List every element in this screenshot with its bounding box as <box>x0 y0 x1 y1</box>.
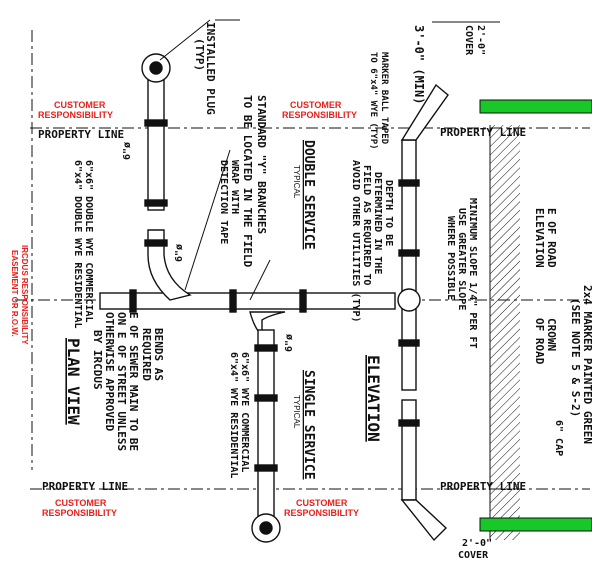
leader <box>184 149 231 291</box>
pipe-joint <box>398 179 420 187</box>
single-typical: TYPICAL <box>292 395 301 429</box>
double-wye-1: 6"x6" DOUBLE WYE COMMERCIAL <box>83 160 94 323</box>
elevation-title: ELEVATION <box>364 355 383 442</box>
wrap-2: DETECTION TAPE <box>218 160 229 244</box>
customer-br-1: CUSTOMER <box>296 498 348 508</box>
double-wye-2: 6"x4" DOUBLE WYE RESIDENTIAL <box>72 160 83 329</box>
road-profile <box>479 99 592 540</box>
marker-2x4-2: (SEE NOTE 5 & S-2) <box>569 298 582 417</box>
leader <box>249 259 271 301</box>
double-typical: TYPICAL <box>292 165 301 199</box>
min-slope-2: USE GREATER SLOPE <box>456 208 467 310</box>
sewer-main-section <box>397 288 421 312</box>
leader <box>159 19 211 61</box>
depth-4: AVOID OTHER UTILITIES (TYP) <box>350 160 361 323</box>
crown-2: OF ROAD <box>533 318 546 365</box>
wye-commercial-1: 6"x6" WYE COMMERCIAL <box>239 352 250 472</box>
cover-top-1: 2'-0" <box>475 25 486 55</box>
bends-2: REQUIRED <box>140 328 153 381</box>
dim-mind: 3'-0" (MIN) <box>412 25 426 104</box>
single-bend <box>249 311 286 337</box>
property-line-bl: PROPERTY LINE <box>42 480 128 493</box>
six-cap: 6" CAP <box>553 420 564 456</box>
pipe-joint <box>254 464 278 472</box>
pipe-joint <box>299 289 307 313</box>
leader-lines <box>159 19 500 301</box>
six-phi-b: 6"ø <box>174 244 185 262</box>
min-slope-1: MINIMUM SLOPE 1/4" PER FT <box>467 198 478 349</box>
sewer-note-2: ON E OF STREET UNLESS <box>115 312 128 451</box>
eof-1: E OF ROAD <box>545 208 558 268</box>
customer-tr-2: RESPONSIBILITY <box>282 110 357 120</box>
customer-bl-1: CUSTOMER <box>55 498 107 508</box>
installed-plug-bottom-center <box>259 521 273 535</box>
installed-plug-2: (TYP) <box>193 38 206 71</box>
customer-tr-1: CUSTOMER <box>290 100 342 110</box>
elevation-bottom-wye <box>400 499 448 542</box>
pipe-joint <box>144 119 168 127</box>
pipe-joint <box>398 419 420 427</box>
marker-2x4-1: 2x4 MARKER PAINTED GREEN <box>581 285 592 444</box>
property-line-tl: PROPERTY LINE <box>38 128 124 141</box>
rotated-labels: 3'-0" (MIN) 2'-0" COVER MARKER BALL TAPE… <box>10 22 592 480</box>
elevation-pipes <box>397 83 449 542</box>
installed-plug-center <box>149 61 163 75</box>
plan-view-title: PLAN VIEW <box>64 338 83 425</box>
green-marker-bottom <box>479 517 592 532</box>
standard-y-1: STANDARD "Y" BRANCHES <box>255 95 268 234</box>
customer-bl-2: RESPONSIBILITY <box>42 508 117 518</box>
pipe-joint <box>229 289 237 313</box>
crown-1: CROWN <box>545 318 558 351</box>
sewer-note-4: BY IRCDUS <box>91 330 104 390</box>
sewer-note-1: E OF SEWER MAIN TO BE <box>127 312 140 451</box>
marker-ball-2: TO 6"x4" WYE (TYP) <box>368 52 378 150</box>
cover-top-2: COVER <box>463 25 474 56</box>
customer-tl-1: CUSTOMER <box>54 100 106 110</box>
property-line-tr: PROPERTY LINE <box>440 126 526 139</box>
elevation-lower-pipe <box>401 399 417 501</box>
pipe-joint <box>254 394 278 402</box>
depth-3: FIELD AS REQUIRED TO <box>361 165 372 285</box>
road-hatch <box>490 125 520 540</box>
easement-row: EASEMENT OR R.O.W. <box>10 250 19 337</box>
horizontal-labels: PROPERTY LINE PROPERTY LINE PROPERTY LIN… <box>38 100 526 561</box>
bends-1: BENDS AS <box>152 328 165 381</box>
single-lateral-pipe <box>257 329 275 526</box>
customer-tl-2: RESPONSIBILITY <box>38 110 113 120</box>
min-slope-3: WHERE POSSIBLE <box>445 216 456 300</box>
six-phi-a: 6"ø <box>122 142 133 160</box>
wye-commercial-2: 6"x4" WYE RESIDENTIAL <box>228 352 239 478</box>
marker-ball-1: MARKER BALL TAPED <box>379 52 389 145</box>
pipe-joint <box>144 239 168 247</box>
pipe-joint <box>398 249 420 257</box>
pipe-joint <box>254 344 278 352</box>
pipe-joint <box>129 289 137 313</box>
elevation-top-wye <box>400 83 449 141</box>
installed-plug-1: INSTALLED PLUG <box>204 22 217 115</box>
double-lateral-pipe <box>147 79 165 211</box>
cover-bottom-1: 2'-0" <box>462 538 492 549</box>
double-service-title: DOUBLE SERVICE <box>301 140 316 250</box>
ircdus-responsibility: IRCDUS RESPONSIBILITY <box>20 245 29 345</box>
plan-view-pipes <box>99 53 396 543</box>
double-bend <box>147 229 192 301</box>
depth-1: DEPTH TO BE <box>383 180 394 246</box>
customer-br-2: RESPONSIBILITY <box>284 508 359 518</box>
pipe-joint <box>398 339 420 347</box>
cover-bottom-2: COVER <box>458 550 489 561</box>
elevation-main-pipe <box>401 139 417 391</box>
eof-2: ELEVATION <box>533 208 546 268</box>
single-service-title: SINGLE SERVICE <box>301 370 316 480</box>
sewer-note-3: OTHERWISE APPROVED <box>103 312 116 432</box>
green-marker-top <box>479 99 592 114</box>
standard-y-2: TO BE LOCATED IN THE FIELD <box>241 95 254 268</box>
pipe-joint <box>144 199 168 207</box>
depth-2: DETERMINED IN THE <box>372 172 383 274</box>
property-line-br: PROPERTY LINE <box>440 480 526 493</box>
six-phi-c: 6"ø <box>284 334 295 352</box>
wrap-1: WRAP WITH <box>229 160 240 214</box>
